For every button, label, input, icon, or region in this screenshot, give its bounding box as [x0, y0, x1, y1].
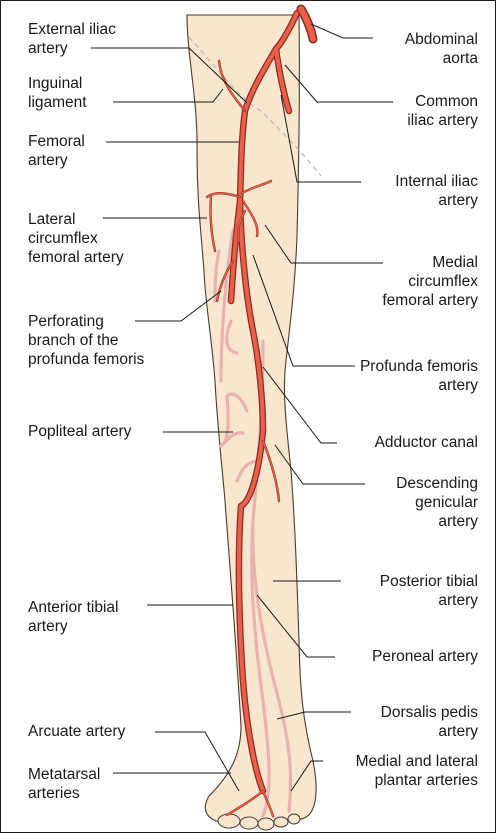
- label-anterior-tibial-artery: Anterior tibial artery: [28, 598, 118, 636]
- leader-common-iliac: [285, 65, 393, 102]
- label-lateral-circumflex-femoral-artery: Lateral circumflex femoral artery: [28, 210, 124, 267]
- label-descending-genicular-artery: Descending genicular artery: [396, 474, 478, 531]
- leg-silhouette: [187, 15, 316, 824]
- label-medial-circumflex-femoral-artery: Medial circumflex femoral artery: [382, 253, 478, 310]
- label-medial-lateral-plantar-arteries: Medial and lateral plantar arteries: [356, 752, 478, 790]
- label-femoral-artery: Femoral artery: [28, 132, 85, 170]
- label-internal-iliac-artery: Internal iliac artery: [395, 172, 478, 210]
- label-profunda-femoris-artery: Profunda femoris artery: [360, 357, 478, 395]
- label-arcuate-artery: Arcuate artery: [28, 722, 125, 741]
- label-common-iliac-artery: Common iliac artery: [407, 92, 478, 130]
- label-abdominal-aorta: Abdominal aorta: [405, 30, 478, 68]
- leader-abdominal-aorta: [311, 24, 373, 38]
- label-adductor-canal: Adductor canal: [375, 433, 478, 452]
- label-external-iliac-artery: External iliac artery: [28, 20, 116, 58]
- label-inguinal-ligament: Inguinal ligament: [28, 74, 87, 112]
- label-peroneal-artery: Peroneal artery: [372, 647, 478, 666]
- label-posterior-tibial-artery: Posterior tibial artery: [380, 572, 478, 610]
- label-perforating-branch: Perforating branch of the profunda femor…: [28, 312, 144, 369]
- label-metatarsal-arteries: Metatarsal arteries: [28, 765, 100, 803]
- label-dorsalis-pedis-artery: Dorsalis pedis artery: [381, 703, 478, 741]
- label-popliteal-artery: Popliteal artery: [28, 422, 131, 441]
